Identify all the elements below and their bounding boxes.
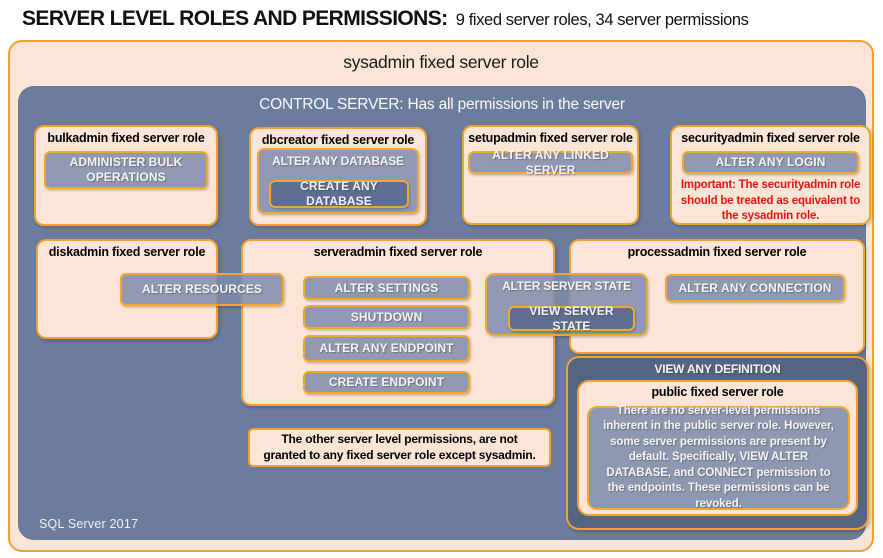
securityadmin-role-box: securityadmin fixed server role ALTER AN… xyxy=(670,125,871,225)
permission-alter-any-login: ALTER ANY LOGIN xyxy=(682,151,859,174)
page-title: SERVER LEVEL ROLES AND PERMISSIONS: 9 fi… xyxy=(22,7,749,31)
permission-administer-bulk-operations: ADMINISTER BULK OPERATIONS xyxy=(44,151,208,189)
public-role-title: public fixed server role xyxy=(651,385,784,399)
public-role-description: There are no server-level permissions in… xyxy=(587,405,850,510)
securityadmin-warning-text: Important: The securityadmin role should… xyxy=(680,179,861,223)
page-title-main: SERVER LEVEL ROLES AND PERMISSIONS: xyxy=(22,7,448,30)
setupadmin-role-title: setupadmin fixed server role xyxy=(468,131,633,145)
permission-alter-server-state: ALTER SERVER STATE xyxy=(502,279,631,293)
control-server-label: CONTROL SERVER: Has all permissions in t… xyxy=(259,96,625,113)
permission-alter-server-state-group: ALTER SERVER STATE VIEW SERVER STATE xyxy=(485,273,648,336)
bulkadmin-role-box: bulkadmin fixed server role ADMINISTER B… xyxy=(34,125,218,226)
sysadmin-role-box: sysadmin fixed server role CONTROL SERVE… xyxy=(8,40,874,552)
permission-alter-any-linked-server: ALTER ANY LINKED SERVER xyxy=(468,148,633,177)
public-role-box: public fixed server role There are no se… xyxy=(577,380,858,516)
permission-alter-any-endpoint: ALTER ANY ENDPOINT xyxy=(303,335,470,362)
setupadmin-role-box: setupadmin fixed server role ALTER ANY L… xyxy=(462,125,639,225)
permission-view-server-state: VIEW SERVER STATE xyxy=(508,304,635,333)
view-any-definition-box: VIEW ANY DEFINITION public fixed server … xyxy=(566,356,869,530)
permission-create-any-database: CREATE ANY DATABASE xyxy=(269,179,409,208)
other-permissions-note: The other server level permissions, are … xyxy=(248,428,551,467)
sysadmin-role-label: sysadmin fixed server role xyxy=(343,52,539,72)
permission-alter-any-database: ALTER ANY DATABASE xyxy=(272,154,404,168)
page-title-subtitle: 9 fixed server roles, 34 server permissi… xyxy=(455,11,749,29)
control-server-box: CONTROL SERVER: Has all permissions in t… xyxy=(18,86,871,540)
dbcreator-role-title: dbcreator fixed server role xyxy=(261,133,415,147)
permission-shutdown: SHUTDOWN xyxy=(303,305,470,329)
permission-alter-any-database-group: ALTER ANY DATABASE CREATE ANY DATABASE xyxy=(257,148,419,214)
permission-alter-resources: ALTER RESOURCES xyxy=(120,273,284,306)
bulkadmin-role-title: bulkadmin fixed server role xyxy=(47,131,205,145)
permission-alter-settings: ALTER SETTINGS xyxy=(303,276,470,300)
permission-create-endpoint: CREATE ENDPOINT xyxy=(303,371,470,394)
sql-server-version-label: SQL Server 2017 xyxy=(39,517,139,531)
diskadmin-role-title: diskadmin fixed server role xyxy=(48,245,206,259)
permission-view-any-definition: VIEW ANY DEFINITION xyxy=(654,362,781,376)
securityadmin-role-title: securityadmin fixed server role xyxy=(681,131,860,145)
permission-alter-any-connection: ALTER ANY CONNECTION xyxy=(665,274,845,302)
processadmin-role-title: processadmin fixed server role xyxy=(627,245,807,259)
serveradmin-role-title: serveradmin fixed server role xyxy=(313,245,483,259)
dbcreator-role-box: dbcreator fixed server role ALTER ANY DA… xyxy=(249,127,427,226)
